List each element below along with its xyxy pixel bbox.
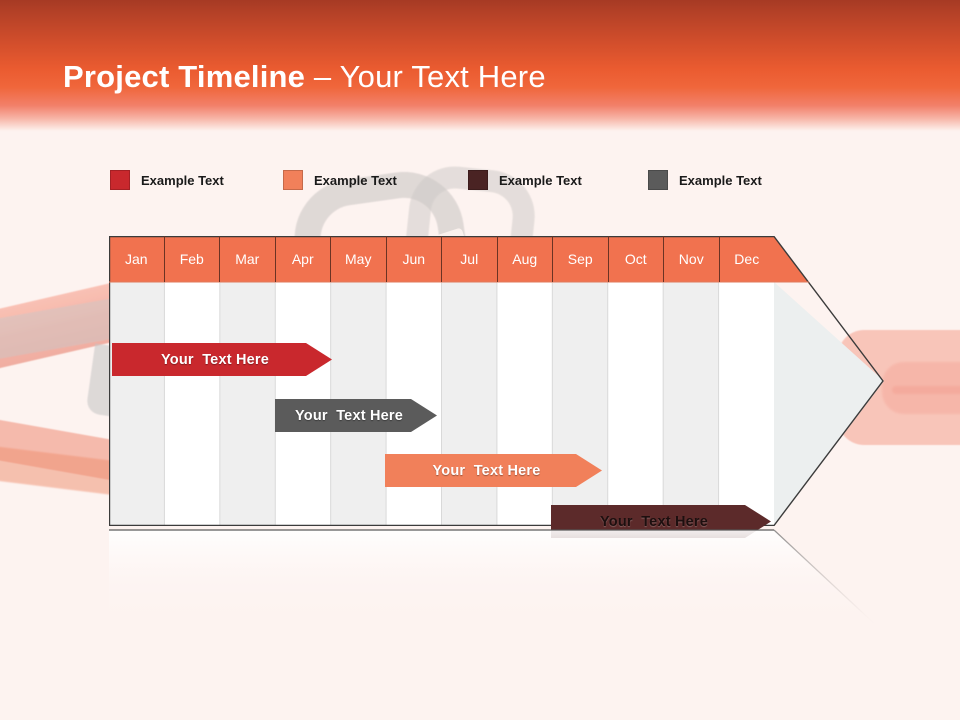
timeline-column-Jan [109, 282, 165, 526]
task-bar-shape-1 [112, 343, 332, 376]
month-cell-aug[interactable]: Aug [498, 236, 553, 282]
month-cell-apr[interactable]: Apr [276, 236, 331, 282]
timeline-column-Mar [219, 282, 276, 526]
reflection-body [109, 530, 883, 633]
task-bar-arrow-1 [112, 343, 332, 376]
page-title-strong: Project Timeline [63, 59, 306, 94]
task-bar-label-3: Your Text Here [432, 462, 541, 479]
legend-swatch-icon-2 [283, 170, 303, 190]
task-bar-1[interactable]: Your Text Here [112, 343, 332, 376]
legend-label-4: Example Text [679, 172, 762, 188]
task-bar-arrow-3 [385, 454, 602, 487]
timeline-arrow-head [774, 282, 884, 526]
chart-reflection-shape [109, 529, 883, 633]
task-bar-label-1: Your Text Here [160, 351, 270, 368]
task-bar-4[interactable]: Your Text Here [551, 505, 771, 538]
month-cell-jan[interactable]: Jan [109, 236, 165, 282]
page-title: Project Timeline – Your Text Here [63, 59, 546, 95]
timeline-column-Sep [552, 282, 608, 526]
page-title-separator: – [305, 59, 340, 94]
timeline-column-Aug [496, 282, 553, 526]
legend-label-1: Example Text [141, 172, 224, 188]
timeline-column-Nov [663, 282, 719, 526]
month-cell-nov[interactable]: Nov [664, 236, 720, 282]
chart-reflection [109, 528, 884, 633]
watermark-shape-right-inner [882, 362, 960, 414]
legend-item-1[interactable]: Example Text [110, 168, 224, 192]
month-cell-jul[interactable]: Jul [442, 236, 498, 282]
task-bar-shape-3 [385, 454, 602, 487]
month-cell-mar[interactable]: Mar [220, 236, 276, 282]
legend-label-2: Example Text [314, 172, 397, 188]
timeline-column-Dec [718, 282, 774, 526]
task-bar-3[interactable]: Your Text Here [385, 454, 602, 487]
month-cell-sep[interactable]: Sep [553, 236, 609, 282]
header-band: Project Timeline – Your Text Here [0, 0, 960, 132]
reflection-arrow-edge [773, 529, 880, 629]
legend-swatch-icon-1 [110, 170, 130, 190]
timeline-column-Feb [164, 282, 220, 526]
timeline-column-Jul [441, 282, 497, 526]
month-cell-feb[interactable]: Feb [165, 236, 220, 282]
legend-swatch-icon-4 [648, 170, 668, 190]
month-cell-oct[interactable]: Oct [609, 236, 664, 282]
task-bar-arrow-2 [275, 399, 437, 432]
month-cell-may[interactable]: May [331, 236, 387, 282]
legend-item-3[interactable]: Example Text [468, 168, 582, 192]
task-bar-label-2: Your Text Here [294, 407, 404, 424]
watermark-shape-right-line [892, 386, 960, 394]
legend-item-4[interactable]: Example Text [648, 168, 762, 192]
legend-swatch-icon-3 [468, 170, 488, 190]
timeline-column-Oct [607, 282, 664, 526]
legend: Example Text Example Text Example Text Exam… [0, 168, 960, 194]
page-title-light: Your Text Here [339, 59, 546, 94]
month-cell-dec[interactable]: Dec [734, 251, 760, 267]
legend-item-2[interactable]: Example Text [283, 168, 397, 192]
task-bar-shape-2 [275, 399, 437, 432]
legend-label-3: Example Text [499, 172, 582, 188]
task-bar-label-4: Your Text Here [599, 513, 709, 530]
task-bar-2[interactable]: Your Text Here [275, 399, 437, 432]
month-cell-jun[interactable]: Jun [387, 236, 442, 282]
